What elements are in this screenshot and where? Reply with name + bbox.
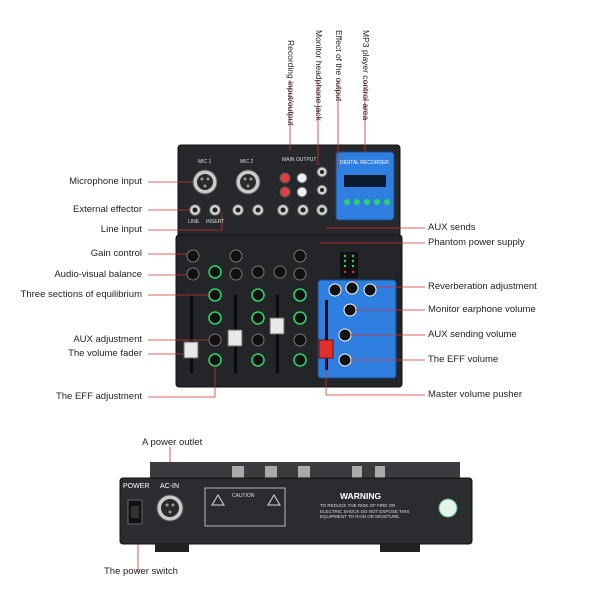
label-recording: Recording input/output xyxy=(286,40,296,126)
mp3-display xyxy=(344,175,386,187)
mic2-label: MIC 2 xyxy=(240,159,254,165)
label-eff-adjustment: The EFF adjustment xyxy=(55,391,142,402)
label-mic-input: Microphone input xyxy=(69,176,142,187)
label-line-input: Line input xyxy=(100,224,142,235)
label-ext-effector: External effector xyxy=(72,204,142,215)
led-meter xyxy=(340,252,358,278)
digital-recorder-label: DIGITAL RECORDER xyxy=(340,160,389,166)
phones-effect-jacks xyxy=(316,166,328,196)
ac-in-label: AC-IN xyxy=(160,483,180,490)
warning-text: TO REDUCE THE RISK OF FIRE OR ELECTRIC S… xyxy=(320,503,410,519)
line-label: LINE xyxy=(188,219,200,225)
power-label: POWER xyxy=(123,483,150,490)
leader-lines xyxy=(137,80,425,572)
channel-knobs xyxy=(186,249,307,367)
master-section xyxy=(317,279,397,379)
mic1-label: MIC 1 xyxy=(198,159,212,165)
mic1-xlr-jack xyxy=(192,169,218,195)
master-knobs xyxy=(328,281,377,367)
label-power-switch: The power switch xyxy=(104,566,178,577)
label-aux-sends: AUX sends xyxy=(428,222,476,233)
mp3-buttons xyxy=(344,199,390,205)
warning-label: WARNING xyxy=(340,491,382,501)
label-eq: Three sections of equilibrium xyxy=(20,289,142,300)
insert-label: INSERT xyxy=(206,219,225,225)
main-output-rca xyxy=(279,172,308,198)
main-output-label: MAIN OUTPUT xyxy=(282,157,317,163)
label-aux-adjustment: AUX adjustment xyxy=(73,334,142,345)
label-reverb: Reverberation adjustment xyxy=(428,281,537,292)
caution-label: CAUTION xyxy=(232,493,255,499)
label-phantom: Phantom power supply xyxy=(428,237,525,248)
label-av-balance: Audio-visual balance xyxy=(54,269,142,280)
label-mp3: MP3 player control area xyxy=(361,30,371,121)
label-aux-send-volume: AUX sending volume xyxy=(428,329,517,340)
label-eff-volume: The EFF volume xyxy=(428,354,499,365)
label-master: Master volume pusher xyxy=(428,389,522,400)
label-power-outlet: A power outlet xyxy=(142,437,203,448)
rear-view xyxy=(119,462,473,552)
label-monitor-volume: Monitor earphone volume xyxy=(428,304,536,315)
label-gain: Gain control xyxy=(90,248,142,259)
channel-faders xyxy=(183,295,285,373)
label-fader: The volume fader xyxy=(68,348,142,359)
label-effect-output: Effect of the output xyxy=(334,30,344,102)
label-monitor-jack: Monitor headphone jack xyxy=(314,30,324,121)
mic2-xlr-jack xyxy=(235,169,261,195)
